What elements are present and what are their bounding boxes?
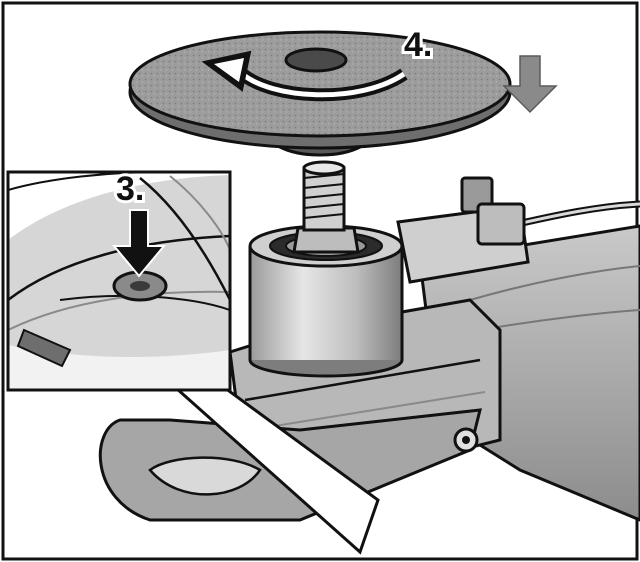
switch-lever (476, 202, 526, 246)
down-arrow-icon (111, 209, 167, 278)
rotation-arrow-icon (201, 50, 408, 102)
detail-inset (6, 170, 232, 392)
step-4-label: 4. (404, 26, 432, 64)
step-3-label: 3. (116, 170, 144, 208)
down-arrow-icon (502, 55, 558, 114)
disc-center-hole (284, 47, 348, 73)
spindle-nut (292, 226, 360, 254)
